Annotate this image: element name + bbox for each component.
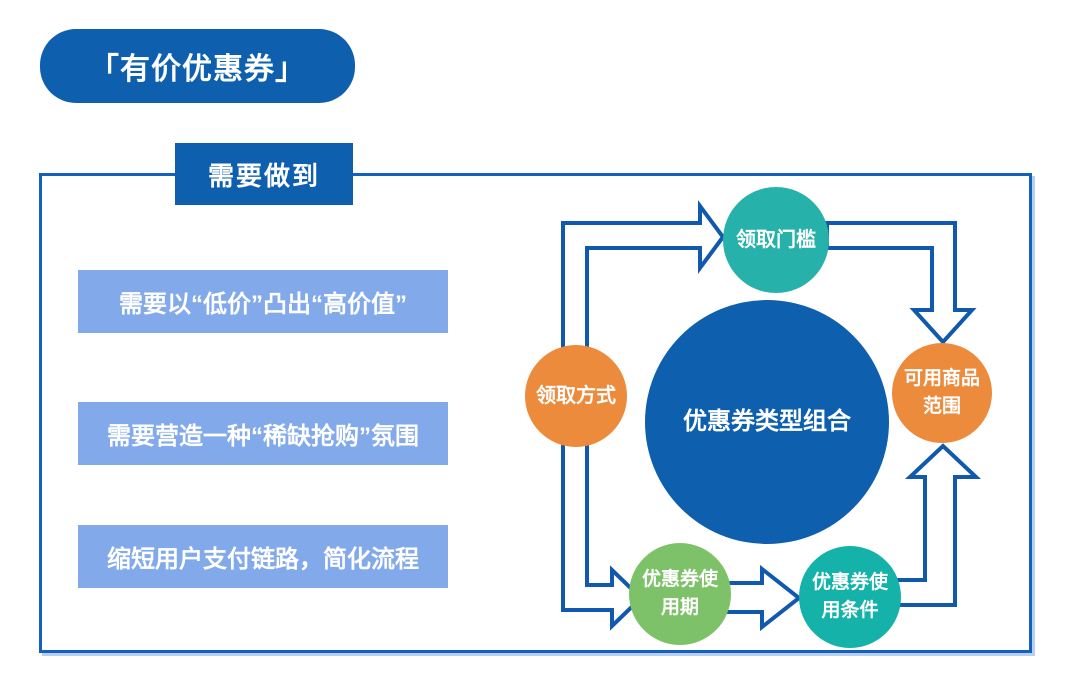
requirement-item-label: 需要营造一种“稀缺抢购”氛围 <box>107 423 419 450</box>
requirement-item-label: 需要以“低价”凸出“高价值” <box>119 291 407 318</box>
node-label: 优惠券使用期 <box>641 569 718 618</box>
node-label: 可用商品范围 <box>903 368 980 417</box>
node-usable-goods-range: 可用商品范围 <box>892 343 992 443</box>
node-coupon-usage-condition: 优惠券使用条件 <box>799 546 901 648</box>
arrow-period-to-condition <box>724 564 803 632</box>
node-label: 优惠券使用条件 <box>811 572 888 621</box>
requirement-item: 需要营造一种“稀缺抢购”氛围 <box>78 402 448 465</box>
node-label: 优惠券类型组合 <box>683 407 851 435</box>
requirement-item-label: 缩短用户支付链路，简化流程 <box>107 546 419 573</box>
paid-coupon-badge: 「有价优惠券」 <box>40 29 355 103</box>
node-coupon-usage-period: 优惠券使用期 <box>629 543 731 645</box>
requirement-item: 缩短用户支付链路，简化流程 <box>78 525 448 588</box>
panel-title-label: 需要做到 <box>207 160 320 191</box>
panel-title-tab: 需要做到 <box>175 143 353 205</box>
requirements-panel <box>39 173 1032 653</box>
node-label: 领取方式 <box>536 384 616 407</box>
arrow-condition-to-goods-range <box>878 443 982 607</box>
paid-coupon-badge-label: 「有价优惠券」 <box>89 53 306 86</box>
requirement-item: 需要以“低价”凸出“高价值” <box>78 270 448 333</box>
node-claim-threshold: 领取门槛 <box>723 187 829 293</box>
node-coupon-type-combination: 优惠券类型组合 <box>645 300 889 544</box>
node-claim-method: 领取方式 <box>525 345 627 447</box>
node-label: 领取门槛 <box>736 228 816 251</box>
arrow-threshold-to-goods-range <box>825 221 977 345</box>
